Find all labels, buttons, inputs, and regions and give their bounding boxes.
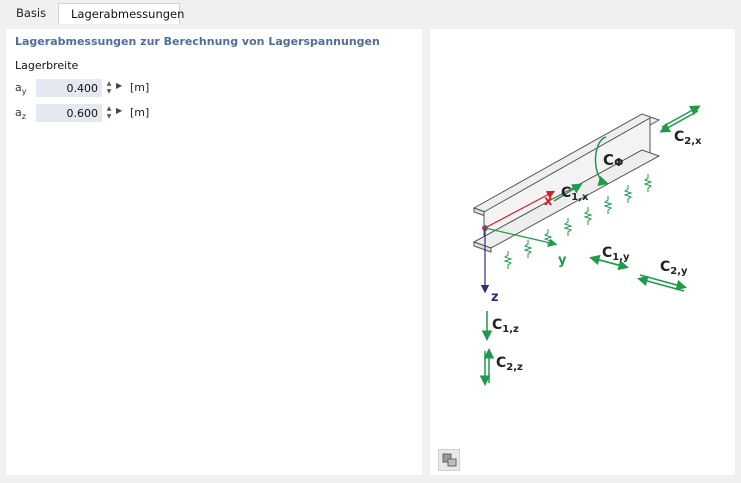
left-panel: Lagerabmessungen zur Berechnung von Lage… — [6, 29, 422, 475]
ay-unit: [m] — [130, 81, 150, 94]
ay-input[interactable] — [36, 79, 102, 97]
c1x-spring-symbol: C1,x — [553, 183, 589, 203]
x-axis-arrow — [484, 190, 556, 229]
spin-up-icon[interactable]: ▲ — [106, 105, 112, 112]
view-options-icon — [442, 453, 457, 467]
c2x-spring-symbol: C2,x — [659, 105, 702, 147]
spin-up-icon[interactable]: ▲ — [106, 80, 112, 87]
c1y-label: C1,y — [602, 245, 630, 263]
c2z-label: C2,z — [496, 355, 523, 373]
c2y-label: C2,y — [660, 259, 688, 277]
az-unit: [m] — [130, 106, 150, 119]
c2x-label: C2,x — [674, 129, 702, 147]
c1z-spring-symbol: C1,z — [481, 311, 519, 341]
z-axis-label: z — [491, 290, 499, 305]
view-options-button[interactable] — [438, 449, 460, 471]
c2z-spring-symbol: C2,z — [479, 348, 523, 386]
tab-basis[interactable]: Basis — [16, 6, 47, 20]
ay-menu-arrow-icon[interactable]: ▶ — [116, 81, 123, 90]
x-axis-label: x — [544, 194, 553, 209]
spin-down-icon[interactable]: ▼ — [106, 113, 112, 120]
c2y-spring-symbol: C2,y — [637, 259, 688, 292]
tab-bar: Basis Lagerabmessungen — [0, 0, 741, 24]
section-title: Lagerabmessungen zur Berechnung von Lage… — [15, 35, 380, 48]
y-axis-arrow — [484, 227, 558, 247]
cphi-spring-symbol: CΦ — [594, 136, 623, 186]
diagram-panel: x y z C2,x CΦ C1,x C1,y C2,y C1, — [430, 29, 735, 475]
beam — [472, 113, 661, 253]
ay-spinner[interactable]: ▲▼ — [105, 80, 113, 96]
cphi-label: CΦ — [603, 151, 623, 169]
az-spinner[interactable]: ▲▼ — [105, 105, 113, 121]
spin-down-icon[interactable]: ▼ — [106, 88, 112, 95]
beam-support-diagram: x y z C2,x CΦ C1,x C1,y C2,y C1, — [472, 105, 702, 386]
c1y-spring-symbol: C1,y — [589, 245, 630, 271]
group-label-lagerbreite: Lagerbreite — [15, 59, 79, 72]
az-menu-arrow-icon[interactable]: ▶ — [116, 106, 123, 115]
tab-lagerabmessungen[interactable]: Lagerabmessungen — [58, 3, 184, 24]
c1z-label: C1,z — [492, 317, 519, 335]
symbol-az: az — [15, 106, 26, 122]
az-input[interactable] — [36, 104, 102, 122]
y-axis-label: y — [558, 253, 567, 268]
symbol-ay: ay — [15, 81, 27, 97]
c1x-label: C1,x — [561, 185, 589, 203]
